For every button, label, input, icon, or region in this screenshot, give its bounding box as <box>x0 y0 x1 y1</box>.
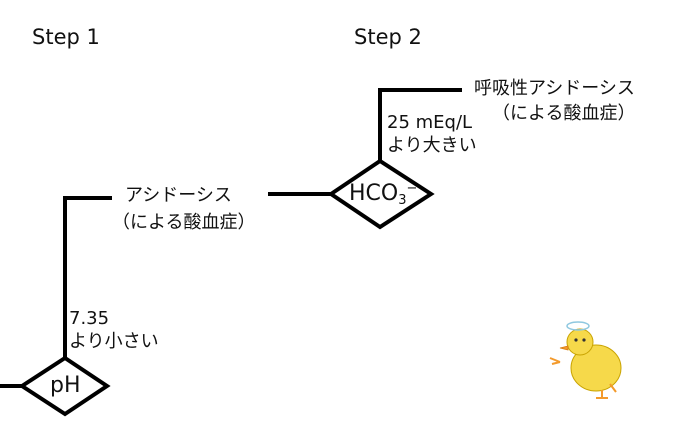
hco3-subscript: 3 <box>398 193 407 208</box>
ph-node-label: pH <box>50 373 81 398</box>
acidosis-label: アシドーシス <box>125 185 232 206</box>
ph-diamond <box>18 355 111 417</box>
step-1-heading: Step 1 <box>32 25 100 49</box>
ph-condition-text: より小さい <box>69 331 159 352</box>
connector-hco3-to-resp <box>378 88 462 161</box>
chick-icon <box>549 321 622 399</box>
hco3-condition-text: より大きい <box>387 135 477 156</box>
hco3-diamond <box>327 158 435 230</box>
connector-ph-to-acidosis <box>63 196 112 358</box>
hco3-superscript: − <box>406 181 418 196</box>
ph-condition-value: 7.35 <box>69 308 110 329</box>
hco3-condition-value: 25 mEq/L <box>387 112 473 133</box>
acidosis-sublabel: （による酸血症） <box>112 212 256 233</box>
resp-acidosis-sublabel: （による酸血症） <box>492 103 636 124</box>
step-2-heading: Step 2 <box>354 25 422 49</box>
hco3-base: HCO <box>349 181 399 206</box>
hco3-node-label: HCO3− <box>349 181 418 208</box>
resp-acidosis-label: 呼吸性アシドーシス <box>474 78 635 99</box>
